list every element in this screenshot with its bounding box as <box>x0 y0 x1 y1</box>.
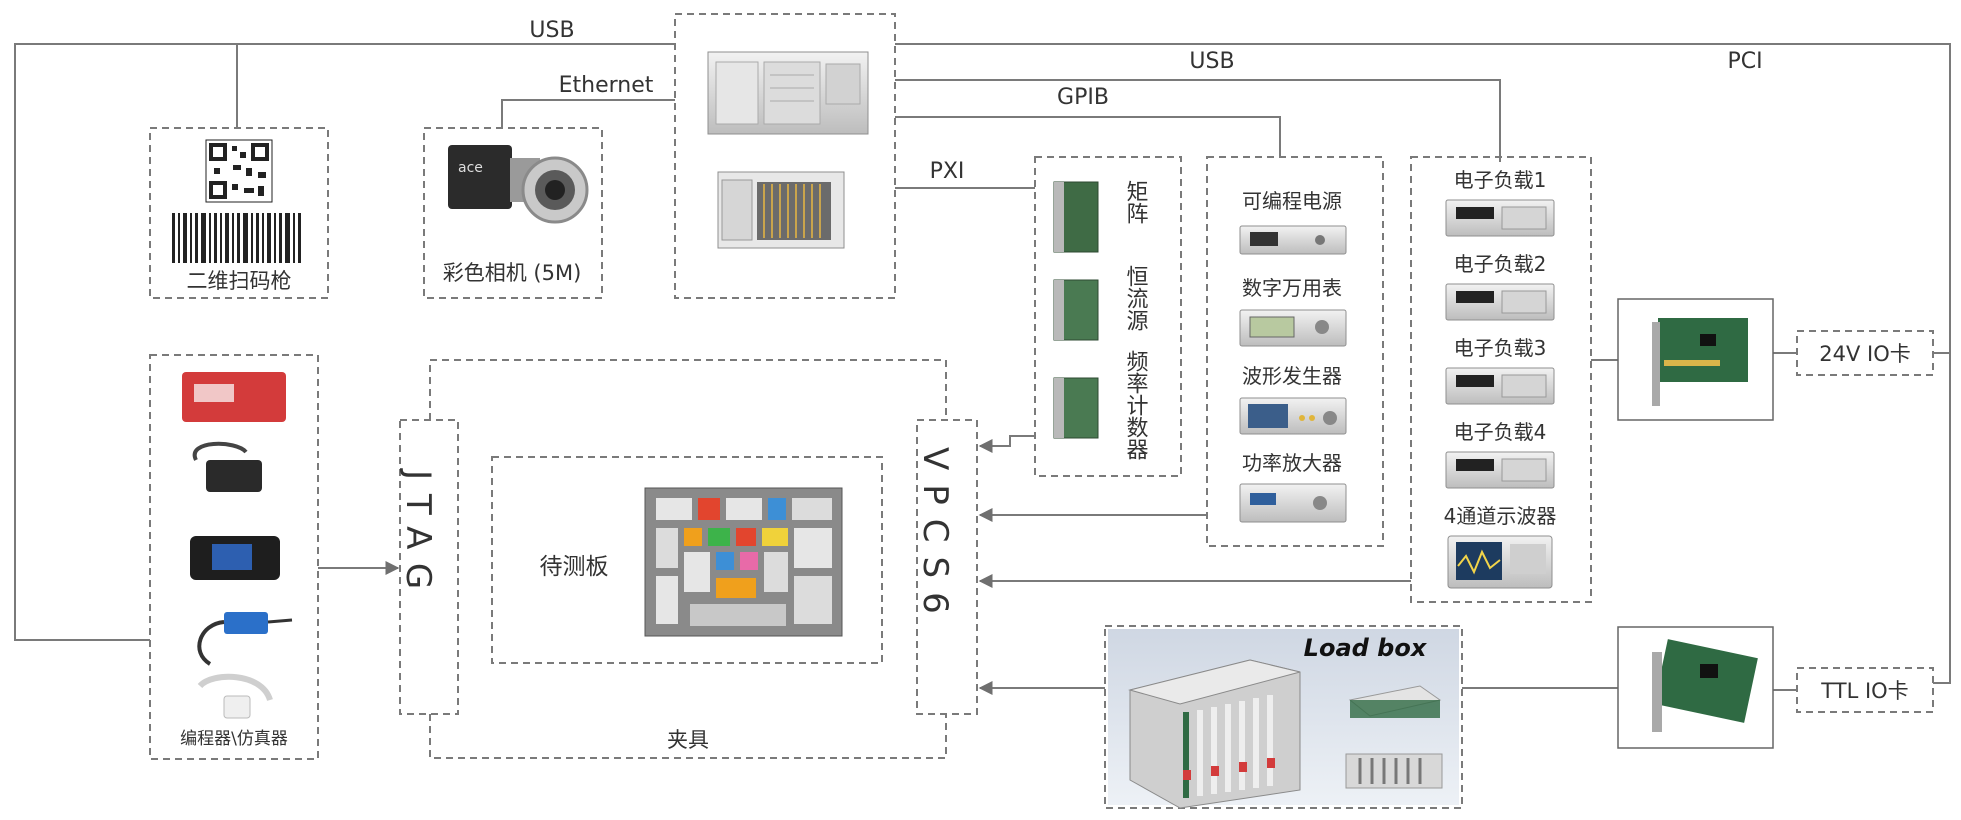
power-amplifier-icon <box>1239 483 1347 523</box>
jtag-box <box>399 419 459 715</box>
programmer-device-red-icon <box>182 372 286 422</box>
load-label-3: 电子负载3 <box>1454 336 1547 360</box>
industrial-pc-icon <box>707 51 869 135</box>
usb-right-label: USB <box>1189 49 1234 74</box>
pxi-label: PXI <box>930 159 965 184</box>
programmer-device-blue-icon <box>197 612 293 666</box>
instrument-label-power-supply: 可编程电源 <box>1242 189 1342 213</box>
usb-left-line <box>14 43 675 641</box>
dut-board-image <box>644 487 843 637</box>
24v-io-label-box: 24V IO卡 <box>1796 330 1934 376</box>
pxi-modules-box: 矩阵 恒流源 频率计数器 <box>1034 156 1182 477</box>
electronic-load-1-icon <box>1445 199 1555 237</box>
load-box-small-chassis-icon <box>1345 753 1443 789</box>
pci-ttl-card-box <box>1617 626 1774 749</box>
programmer-device-white-cable-icon <box>197 673 273 719</box>
electronic-load-4-icon <box>1445 451 1555 489</box>
dut-box <box>491 456 883 664</box>
pci-24v-card-box <box>1617 298 1774 421</box>
dut-label: 待测板 <box>540 554 609 580</box>
usb-right-line <box>895 79 1501 162</box>
fixture-outline-bottom <box>429 714 947 759</box>
pxi-to-vpc-arrow <box>978 435 1035 453</box>
pxi-module-matrix: 矩阵 <box>1123 180 1149 224</box>
load-box-chassis-icon <box>1128 659 1301 809</box>
oscilloscope-icon <box>1447 535 1553 589</box>
matrix-card-icon <box>1053 181 1099 253</box>
svg-text:ace: ace <box>458 160 483 176</box>
frequency-counter-card-icon <box>1053 377 1099 439</box>
connection-lines <box>14 43 1951 695</box>
fixture-outline-top <box>429 359 947 420</box>
gpib-line <box>895 116 1281 157</box>
jtag-label: JTAG <box>398 468 438 603</box>
power-supply-icon <box>1239 225 1347 255</box>
pxi-module-current-source: 恒流源 <box>1123 265 1149 331</box>
bench-instruments-box: 可编程电源 数字万用表 波形发生器 功率放大器 <box>1206 156 1384 547</box>
ttl-io-label-box: TTL IO卡 <box>1796 667 1934 713</box>
multimeter-icon <box>1239 309 1347 347</box>
gpib-label: GPIB <box>1057 85 1109 110</box>
fixture-label: 夹具 <box>667 728 709 752</box>
programmer-label: 编程器\仿真器 <box>180 729 288 749</box>
scanner-label: 二维扫码枪 <box>187 269 292 293</box>
loads-scope-box: 电子负载1 电子负载2 电子负载3 电子负载4 4通道示波器 <box>1410 156 1592 603</box>
pxi-chassis-icon <box>717 171 845 249</box>
ethernet-label: Ethernet <box>559 73 654 98</box>
pxi-module-frequency-counter: 频率计数器 <box>1123 350 1149 460</box>
programmer-device-black-cable-icon <box>192 441 262 492</box>
camera-label: 彩色相机 (5M) <box>443 261 582 285</box>
instrument-label-power-amplifier: 功率放大器 <box>1242 451 1342 475</box>
waveform-generator-icon <box>1239 397 1347 435</box>
ethernet-line <box>501 99 675 128</box>
instrument-label-waveform-generator: 波形发生器 <box>1242 364 1342 388</box>
load-label-4: 电子负载4 <box>1454 420 1547 444</box>
current-source-card-icon <box>1053 279 1099 341</box>
pci-card-24v-icon <box>1652 318 1748 406</box>
pci-label: PCI <box>1727 49 1762 74</box>
qr-code-icon <box>205 139 273 203</box>
ttl-io-label: TTL IO卡 <box>1820 679 1908 703</box>
electronic-load-3-icon <box>1445 367 1555 405</box>
oscilloscope-label: 4通道示波器 <box>1444 504 1557 528</box>
vpcs6-label: VPCS6 <box>915 447 955 628</box>
camera-icon: ace <box>448 145 589 224</box>
camera-box: ace 彩色相机 (5M) <box>423 127 603 299</box>
computer-box <box>674 13 896 299</box>
programmer-box: 编程器\仿真器 <box>149 354 319 760</box>
fixture-area: 夹具 JTAG VPCS6 待测板 <box>398 359 978 759</box>
load-box-title: Load box <box>1304 634 1428 662</box>
pci-card-ttl-icon <box>1652 639 1758 732</box>
barcode-icon <box>172 213 301 263</box>
vpcs6-box <box>916 419 978 715</box>
programmer-device-screen-icon <box>190 536 280 580</box>
instrument-label-multimeter: 数字万用表 <box>1242 276 1342 300</box>
load-label-2: 电子负载2 <box>1454 252 1547 276</box>
usb-left-label: USB <box>529 18 574 43</box>
pci-line <box>895 43 1951 684</box>
load-box-module-icon <box>1348 685 1442 718</box>
load-label-1: 电子负载1 <box>1454 168 1547 192</box>
load-box-area: Load box <box>1104 625 1463 809</box>
24v-io-label: 24V IO卡 <box>1819 342 1911 366</box>
scanner-box: 二维扫码枪 <box>149 127 329 299</box>
electronic-load-2-icon <box>1445 283 1555 321</box>
